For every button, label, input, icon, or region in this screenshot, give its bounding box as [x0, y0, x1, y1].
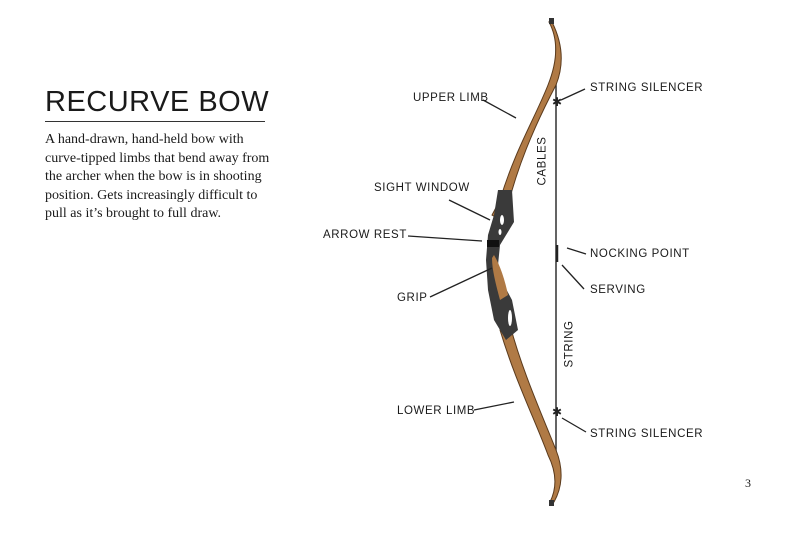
label-upper-limb: UPPER LIMB: [413, 92, 489, 104]
riser: [486, 190, 518, 340]
page-title: RECURVE BOW: [45, 86, 270, 118]
grip-wood: [492, 255, 508, 300]
label-grip: GRIP: [397, 292, 428, 304]
label-serving: SERVING: [590, 284, 646, 296]
label-arrow-rest: ARROW REST: [323, 229, 407, 241]
title-divider: [45, 121, 265, 122]
description: A hand-drawn, hand-held bow with curve-t…: [45, 132, 270, 221]
label-string-silencer-top: STRING SILENCER: [590, 82, 704, 94]
label-cables: CABLES: [536, 136, 549, 186]
silencer-top-icon: ✱: [552, 95, 562, 109]
label-sight-window: SIGHT WINDOW: [374, 182, 470, 194]
silencer-bottom-icon: ✱: [552, 405, 562, 419]
label-string: STRING: [563, 320, 576, 368]
label-lower-limb: LOWER LIMB: [397, 405, 476, 417]
page-number: 3: [745, 476, 751, 490]
label-nocking-point: NOCKING POINT: [590, 248, 690, 260]
label-string-silencer-bottom: STRING SILENCER: [590, 428, 704, 440]
arrow-rest: [487, 240, 499, 247]
